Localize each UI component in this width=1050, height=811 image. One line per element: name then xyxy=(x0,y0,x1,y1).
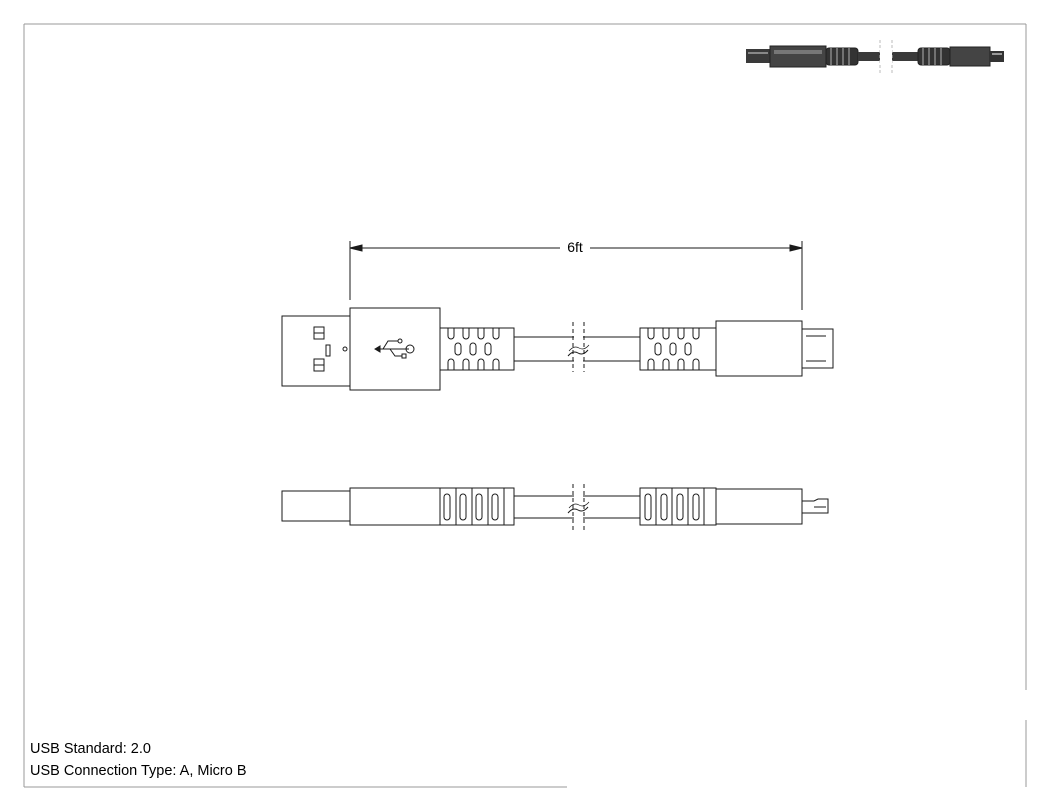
cable-3d-preview-icon xyxy=(746,40,1004,74)
usb-trident-icon xyxy=(374,338,415,359)
side-ribs-b xyxy=(644,488,705,525)
length-dimension-label: 6ft xyxy=(560,239,590,255)
micro-b-plug xyxy=(801,328,834,369)
strain-relief-b xyxy=(639,327,717,371)
strain-relief-a xyxy=(439,327,515,371)
cable-top-view xyxy=(281,307,834,391)
sheet-border xyxy=(23,23,1027,788)
cable-side-view xyxy=(281,484,829,532)
side-ribs-a xyxy=(443,488,505,525)
micro-b-housing xyxy=(715,320,803,377)
connection-type-label: USB Connection Type: A, Micro B xyxy=(30,763,247,779)
usb-standard-label: USB Standard: 2.0 xyxy=(30,741,151,757)
